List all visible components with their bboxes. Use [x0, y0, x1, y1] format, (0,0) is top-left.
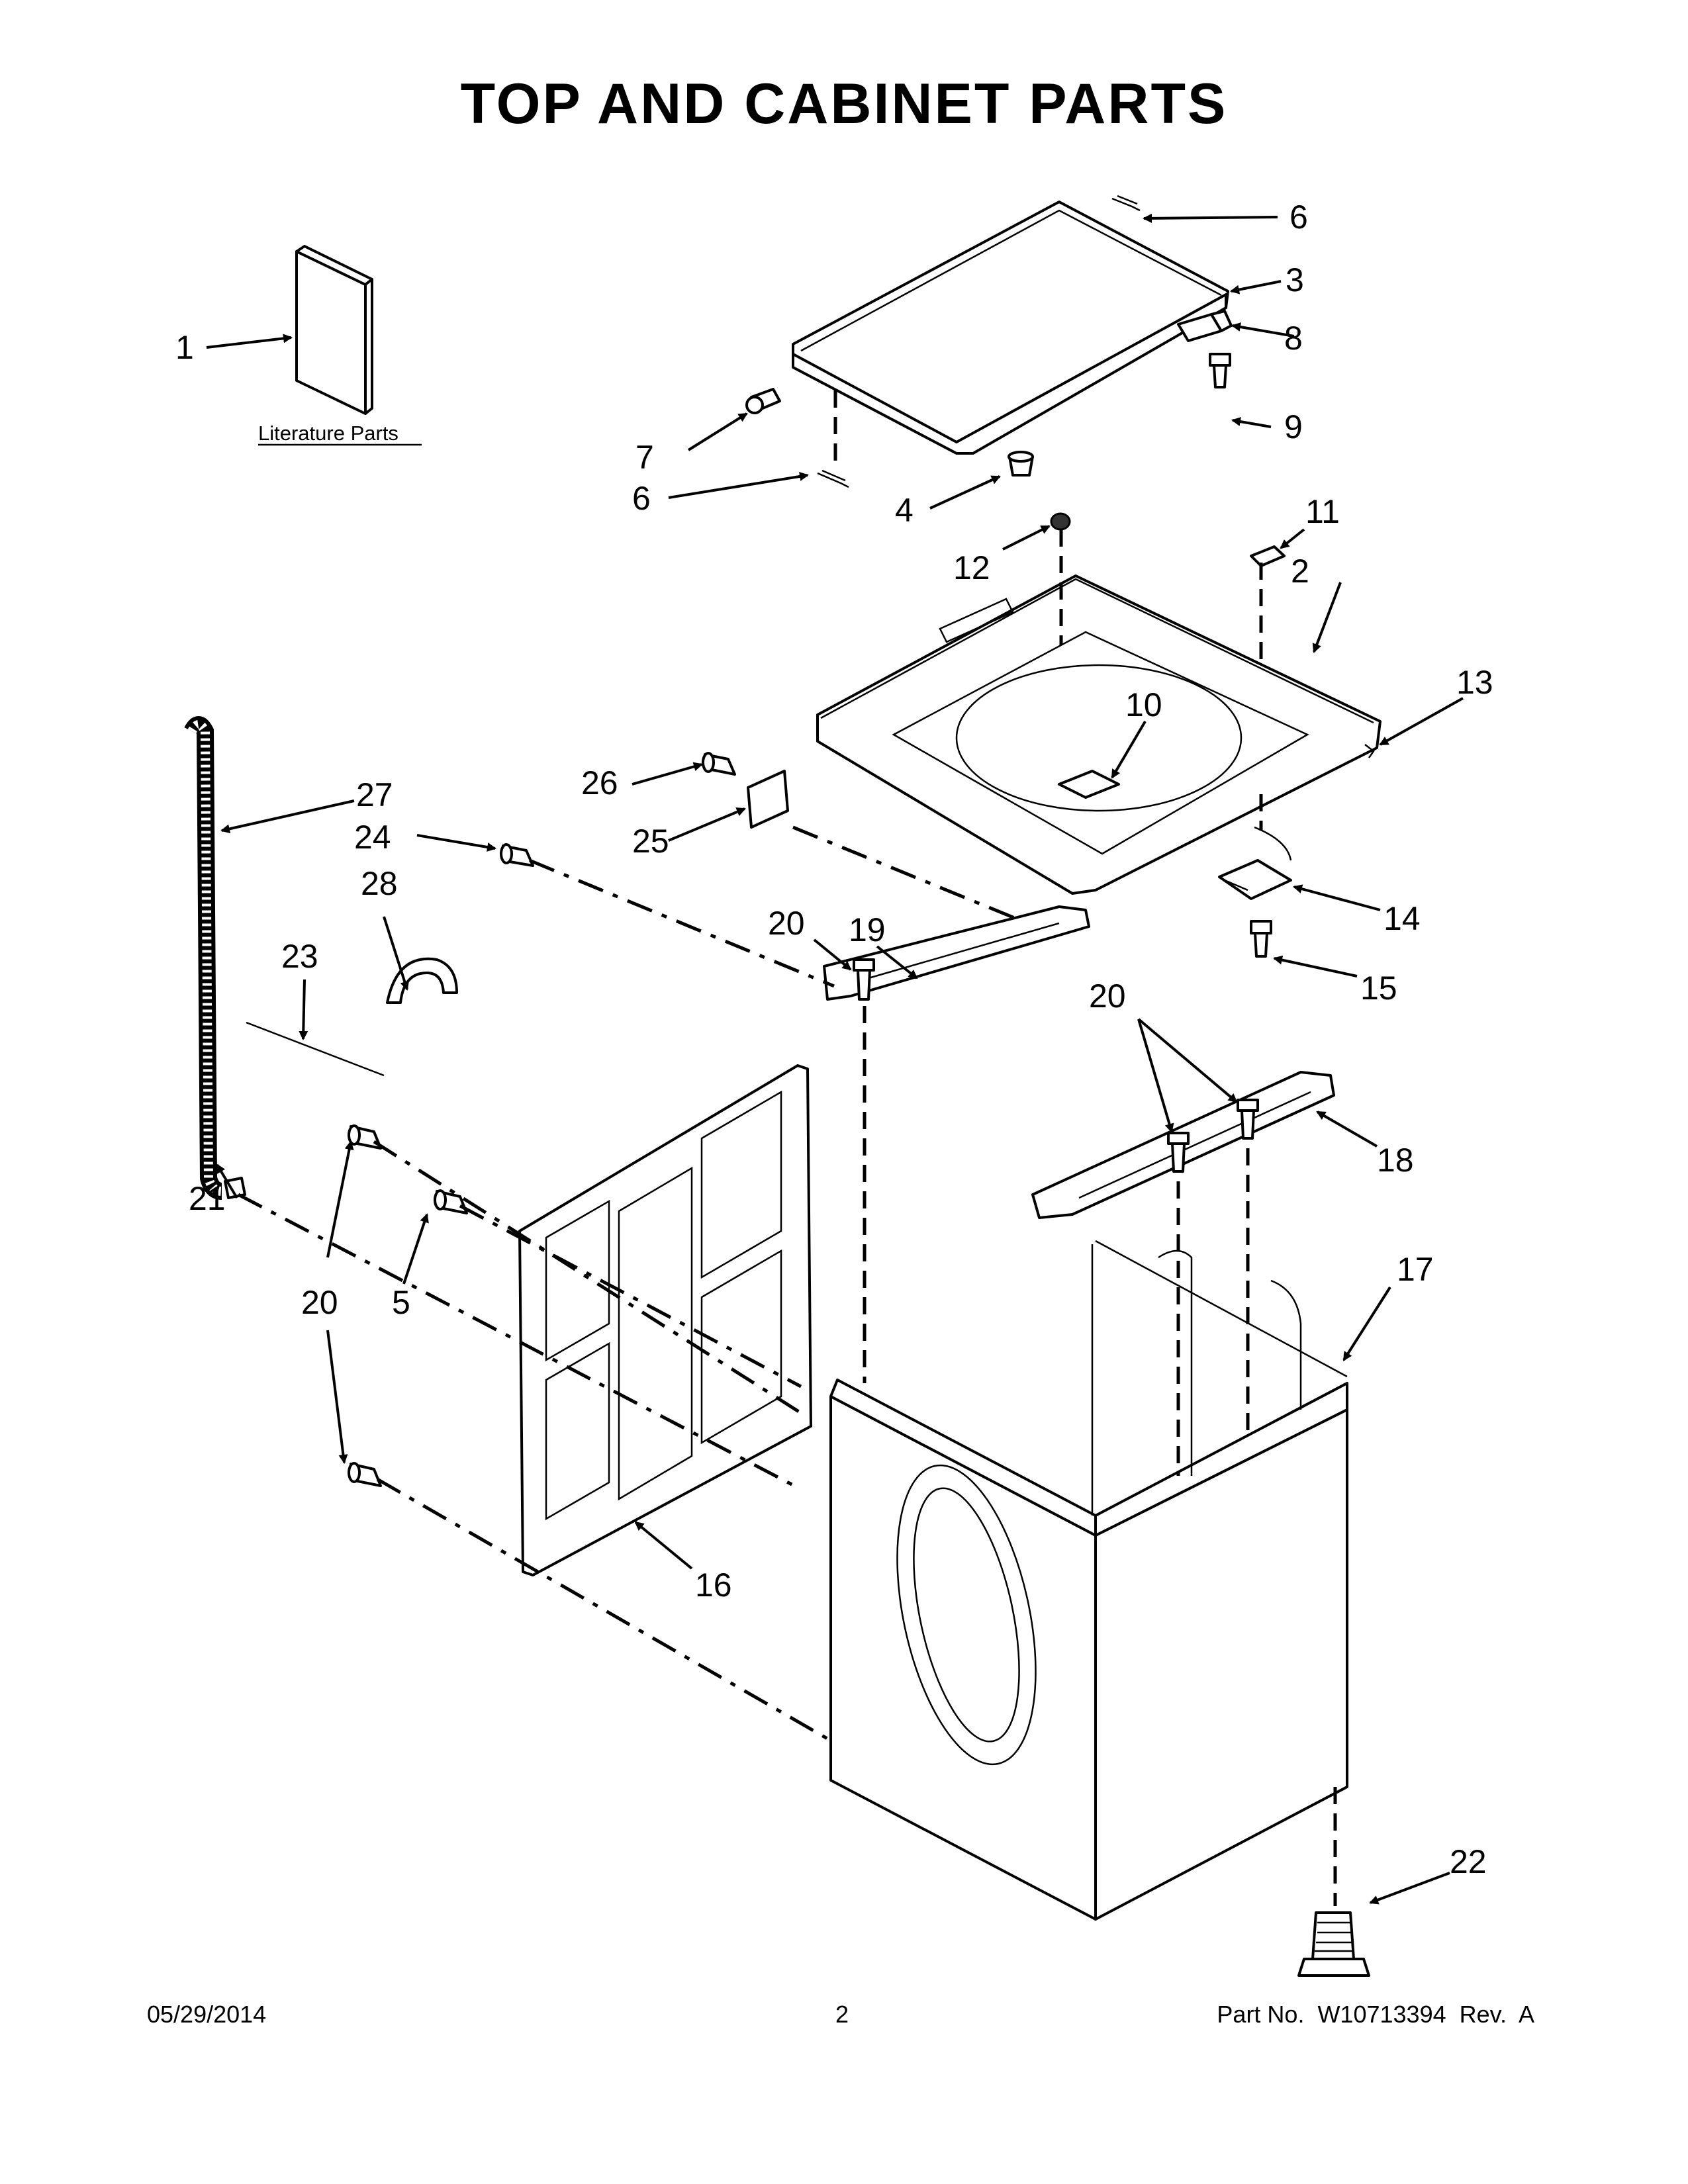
callout-5: 5: [392, 1284, 410, 1321]
callout-12: 12: [953, 549, 990, 586]
literature-parts-label: Literature Parts: [258, 422, 399, 445]
page-title: TOP AND CABINET PARTS: [460, 72, 1228, 136]
callout-6-bottom: 6: [632, 480, 651, 517]
callout-20-brace: 20: [768, 905, 805, 942]
screw-20-left: [348, 1124, 382, 1150]
lid-switch: [1177, 310, 1233, 342]
leveling-leg: [1297, 1911, 1370, 1977]
screw-24: [500, 843, 534, 867]
callout-16: 16: [695, 1567, 732, 1604]
screw-5: [434, 1189, 468, 1214]
screw-20-rear-a: [1167, 1132, 1190, 1173]
lid-bumper-left: [745, 388, 781, 414]
hose-clamp: [224, 1177, 246, 1199]
hinge-pin-bottom: [817, 469, 849, 488]
callout-15: 15: [1360, 970, 1397, 1007]
footer-date: 05/29/2014: [147, 2001, 267, 2028]
callout-6-top: 6: [1289, 199, 1308, 236]
top-clip-11: [1250, 545, 1286, 567]
callout-3: 3: [1286, 261, 1304, 298]
callout-18: 18: [1377, 1142, 1414, 1179]
callout-20-left: 20: [301, 1284, 338, 1321]
footer-part-number: Part No. W10713394 Rev. A: [1217, 2001, 1534, 2028]
screw-26: [702, 752, 736, 776]
callout-9: 9: [1284, 408, 1303, 445]
callout-2: 2: [1291, 553, 1309, 590]
callout-26: 26: [581, 764, 618, 801]
literature-booklet: [295, 245, 373, 415]
screw-20-lower: [348, 1462, 382, 1487]
plug-12: [1050, 512, 1071, 531]
lid-lock: [1218, 826, 1292, 900]
screw-9: [1209, 353, 1231, 388]
clip-13: [1364, 744, 1375, 758]
callout-14: 14: [1383, 900, 1421, 937]
callout-21: 21: [189, 1180, 226, 1217]
callout-17: 17: [1397, 1251, 1434, 1288]
callout-4: 4: [895, 492, 914, 529]
hose-guide: [386, 957, 458, 1004]
top-panel: [816, 574, 1382, 895]
callout-28: 28: [361, 865, 398, 902]
callout-24: 24: [354, 819, 391, 856]
callout-10: 10: [1125, 686, 1162, 723]
screw-20-rear-b: [1237, 1099, 1259, 1140]
footer-page-number: 2: [835, 2001, 849, 2028]
callout-22: 22: [1450, 1843, 1487, 1880]
lid: [792, 201, 1229, 455]
callout-19: 19: [849, 911, 886, 948]
callout-27: 27: [356, 776, 393, 813]
lid-bumper-front: [1008, 451, 1034, 477]
hinge-pin-top: [1111, 195, 1141, 212]
bracket-25: [747, 770, 789, 829]
callout-7: 7: [635, 439, 654, 476]
callout-13: 13: [1456, 664, 1493, 701]
callout-23: 23: [281, 938, 318, 975]
tie-strap: [246, 1021, 385, 1077]
cabinet: [829, 1240, 1348, 1921]
callout-20-rear: 20: [1089, 978, 1126, 1015]
callout-25: 25: [632, 823, 669, 860]
rear-panel: [518, 1064, 812, 1576]
screw-15: [1250, 920, 1272, 958]
screw-20-brace: [853, 958, 875, 1001]
callout-1: 1: [175, 329, 194, 366]
callout-11: 11: [1305, 493, 1340, 530]
callout-8: 8: [1284, 320, 1303, 357]
